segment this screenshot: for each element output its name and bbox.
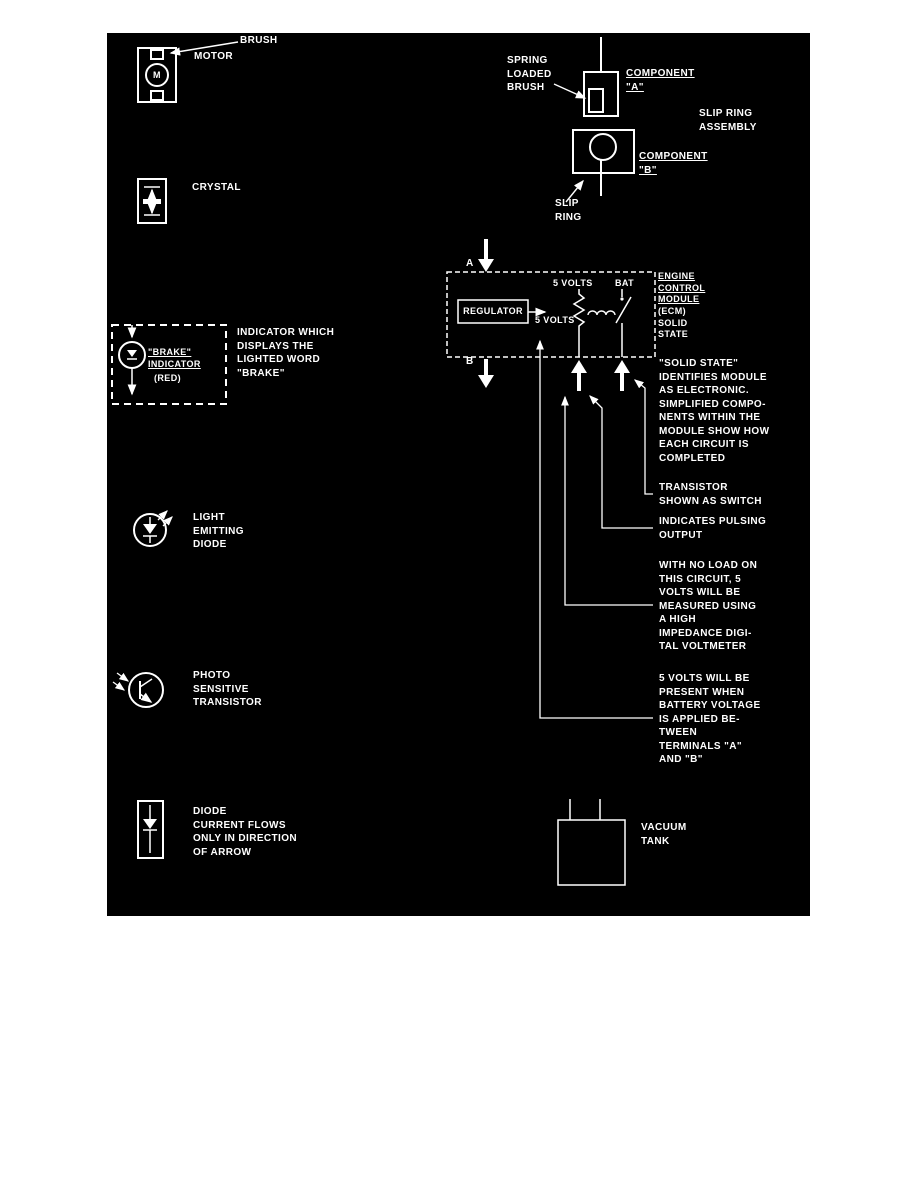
five-volts-top-label: 5 VOLTS	[553, 278, 593, 288]
spring-loaded-brush-label: SPRING LOADED BRUSH	[507, 55, 552, 93]
crystal-symbol	[137, 178, 167, 224]
motor-label: MOTOR	[194, 51, 234, 62]
crystal-label: CRYSTAL	[192, 182, 241, 193]
slip-ring-assembly-symbol	[553, 37, 635, 203]
vacuum-tank-label: VACUUM TANK	[641, 822, 687, 847]
leader-lines	[536, 339, 653, 719]
brake-indicator-caption: INDICATOR WHICH DISPLAYS THE LIGHTED WOR…	[237, 327, 335, 379]
terminal-b-label: B	[466, 356, 474, 367]
note-no-load: WITH NO LOAD ON THIS CIRCUIT, 5 VOLTS WI…	[659, 560, 758, 652]
diode-label: DIODE CURRENT FLOWS ONLY IN DIRECTION OF…	[193, 806, 298, 858]
ecm-module-symbol	[446, 239, 656, 391]
component-a-label: COMPONENT "A"	[626, 68, 695, 93]
five-volts-output-label: 5 VOLTS	[535, 315, 575, 325]
brake-indicator-color: (RED)	[154, 373, 181, 383]
component-b-label: COMPONENT "B"	[639, 151, 708, 176]
brake-indicator-symbol	[111, 324, 227, 405]
photo-transistor-symbol	[112, 672, 164, 708]
terminal-a-label: A	[466, 258, 474, 269]
schematic-graphics	[111, 37, 656, 886]
ecm-module-name: ENGINE CONTROL MODULE	[658, 271, 706, 304]
photo-transistor-label: PHOTO SENSITIVE TRANSISTOR	[193, 670, 262, 708]
vacuum-tank-symbol	[557, 799, 626, 886]
brush-label: BRUSH	[240, 35, 278, 46]
ecm-module-sub: (ECM) SOLID STATE	[658, 306, 689, 339]
bat-label: BAT	[615, 278, 635, 288]
motor-symbol	[137, 41, 239, 103]
led-label: LIGHT EMITTING DIODE	[193, 512, 244, 550]
note-solid-state: "SOLID STATE" IDENTIFIES MODULE AS ELECT…	[659, 358, 770, 464]
diagram-canvas: BRUSH MOTOR M CRYSTAL INDICATOR WHICH DI…	[107, 33, 810, 916]
slip-ring-label: SLIP RING	[555, 198, 582, 223]
led-symbol	[133, 510, 173, 547]
motor-letter: M	[153, 70, 161, 80]
brake-indicator-name: "BRAKE" INDICATOR	[148, 347, 201, 369]
note-five-volts-present: 5 VOLTS WILL BE PRESENT WHEN BATTERY VOL…	[659, 673, 761, 765]
note-transistor-switch: TRANSISTOR SHOWN AS SWITCH	[659, 482, 762, 507]
note-pulsing-output: INDICATES PULSING OUTPUT	[659, 516, 767, 541]
slip-ring-assembly-label: SLIP RING ASSEMBLY	[699, 108, 757, 133]
diode-symbol	[137, 800, 164, 859]
regulator-label: REGULATOR	[463, 306, 523, 316]
